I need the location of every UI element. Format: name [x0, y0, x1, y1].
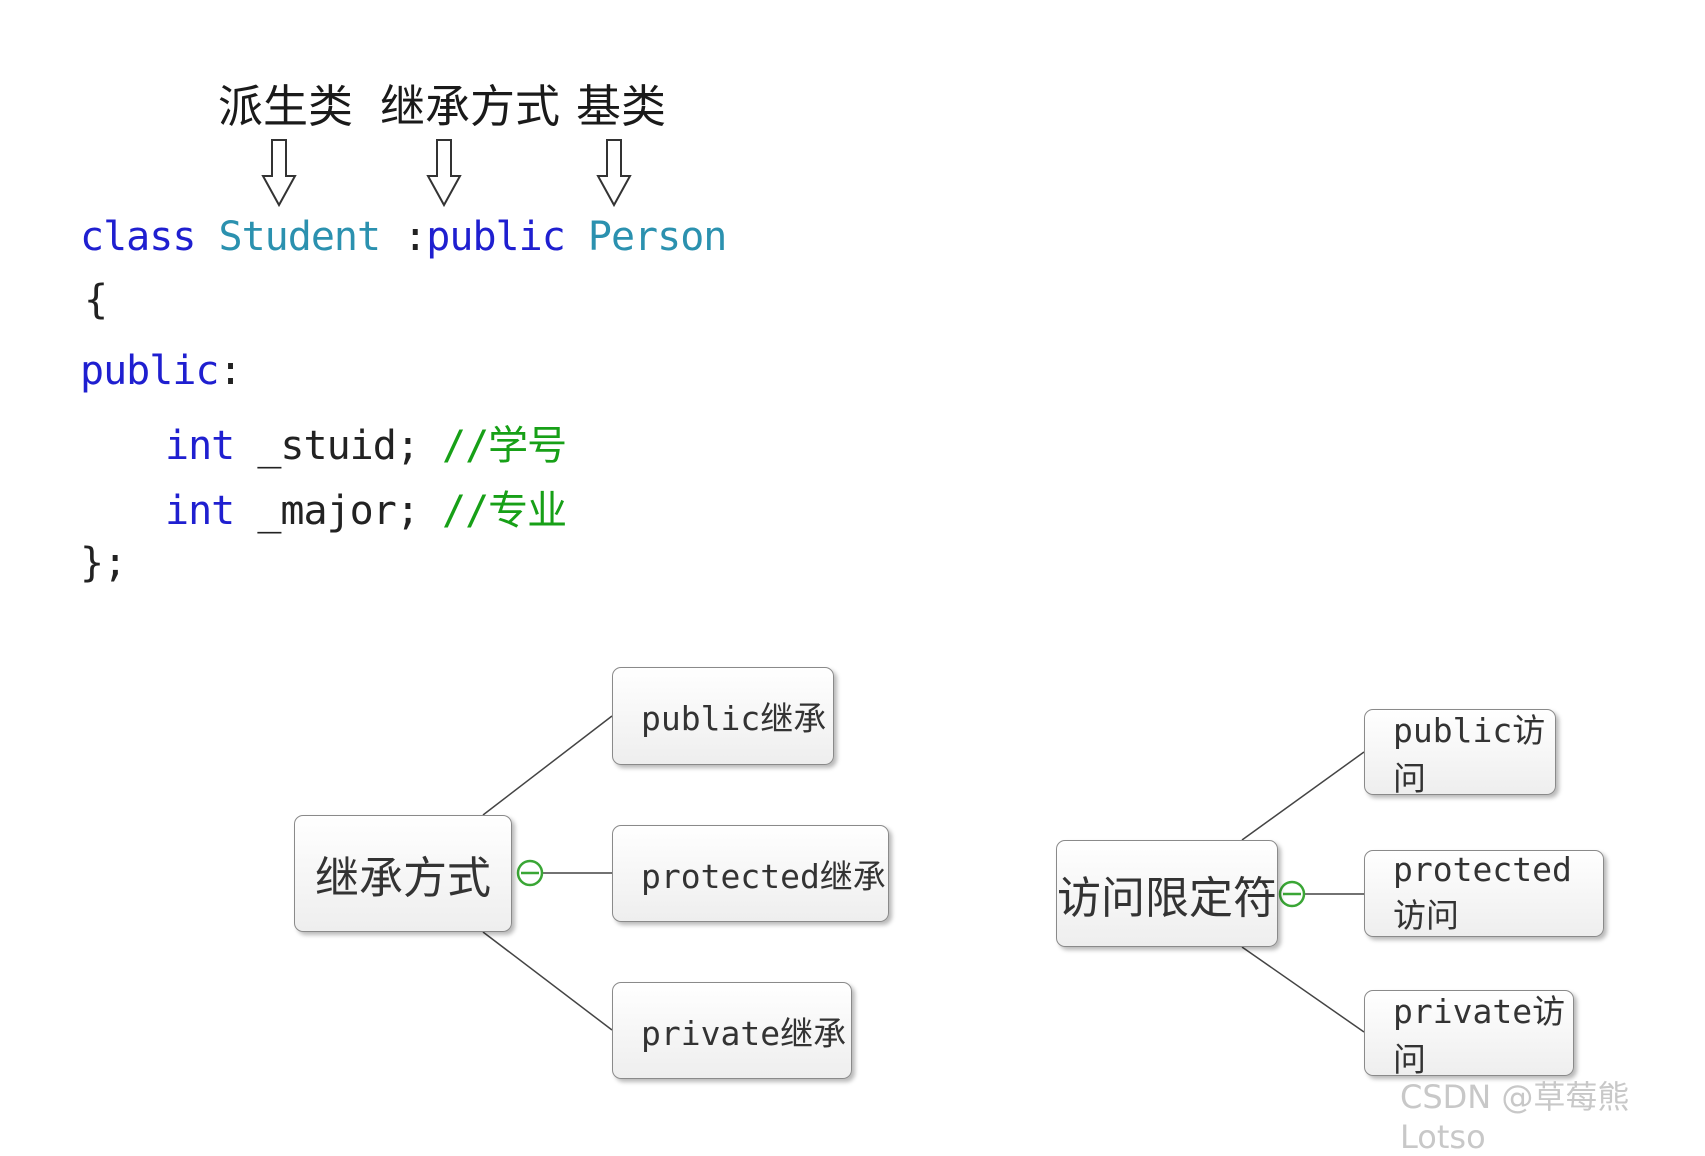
down-arrow-icon	[426, 139, 462, 208]
connector-line	[1241, 946, 1365, 1033]
access-keyword: public	[80, 348, 219, 394]
private-access-node[interactable]: private访问	[1364, 990, 1574, 1079]
derived-class-label: 派生类	[218, 80, 354, 133]
private-inheritance-node[interactable]: private继承	[612, 982, 852, 1079]
code-line-class: class Student :public Person	[80, 214, 727, 260]
base-class-label: 基类	[576, 80, 667, 133]
field-type: int	[165, 488, 235, 534]
code-access-label: public:	[80, 348, 243, 394]
collapse-icon	[516, 859, 544, 887]
down-arrow-icon	[261, 139, 297, 208]
keyword-public: public	[426, 214, 565, 260]
colon: :	[403, 214, 427, 260]
field-type: int	[165, 423, 235, 469]
field-name: _major;	[257, 488, 420, 534]
connector-line	[1241, 751, 1365, 841]
public-access-node[interactable]: public访问	[1364, 709, 1556, 798]
public-inheritance-node[interactable]: public继承	[612, 667, 834, 765]
code-close-brace: };	[80, 540, 127, 586]
field-name: _stuid;	[257, 423, 420, 469]
code-open-brace: {	[84, 277, 108, 323]
protected-inheritance-node[interactable]: protected继承	[612, 825, 889, 922]
inheritance-mode-label: 继承方式	[380, 80, 561, 133]
field-comment: //专业	[442, 488, 567, 534]
access-root-node[interactable]: 访问限定符	[1056, 840, 1278, 947]
connector-line	[482, 931, 613, 1031]
watermark: CSDN @草莓熊Lotso	[1400, 1078, 1630, 1156]
base-class-name: Person	[587, 214, 727, 260]
collapse-icon	[1278, 880, 1306, 908]
access-colon: :	[218, 348, 243, 394]
diagram-lines	[261, 139, 1365, 1033]
code-field-major: int _major; //专业	[165, 478, 567, 536]
field-comment: //学号	[442, 423, 567, 469]
keyword-class: class	[80, 214, 196, 260]
connector-line	[482, 715, 613, 816]
code-field-stuid: int _stuid; //学号	[165, 413, 567, 471]
down-arrow-icon	[596, 139, 632, 208]
protected-access-node[interactable]: protected访问	[1364, 850, 1604, 937]
class-name: Student	[218, 214, 382, 260]
inheritance-root-node[interactable]: 继承方式	[294, 815, 512, 932]
